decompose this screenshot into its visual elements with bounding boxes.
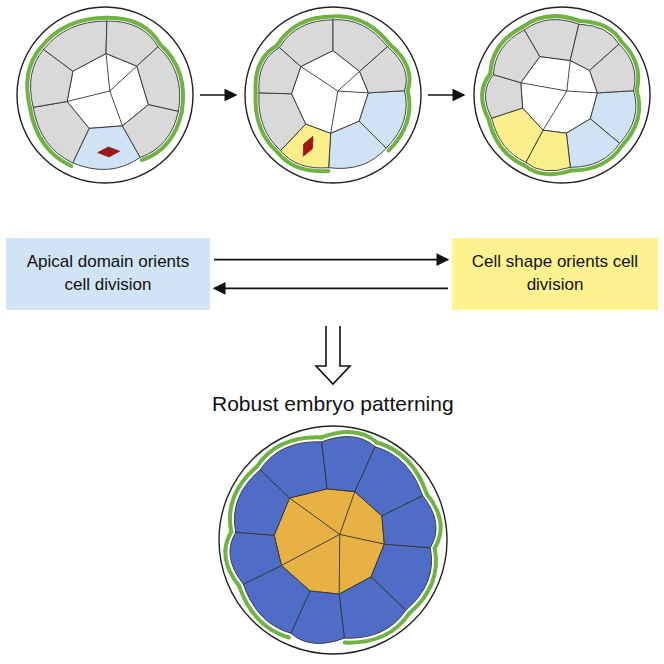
apical-domain	[142, 112, 182, 160]
apical-domain	[239, 586, 289, 637]
apical-domain	[255, 93, 278, 153]
process-box: Cell shape orients cell division	[452, 238, 658, 310]
cell-boundary	[567, 91, 598, 93]
cell-boundary	[567, 60, 570, 91]
apical-domain	[41, 18, 107, 48]
cell-boundary	[339, 534, 340, 594]
apical-domain	[427, 494, 441, 548]
cell-boundary	[106, 54, 110, 91]
feedback-arrow	[214, 288, 448, 290]
apical-domain	[490, 27, 522, 74]
apical-domain	[345, 614, 409, 643]
stage-arrow	[200, 94, 236, 96]
cell-boundary	[331, 91, 338, 133]
box-text: Apical domain orients cell division	[14, 251, 202, 297]
zona-outline	[17, 7, 193, 183]
stage-arrow	[428, 94, 464, 96]
apical-domain	[257, 437, 321, 466]
outer-cell	[279, 20, 333, 67]
cell-boundary	[340, 534, 385, 544]
outcome-label: Robust embryo patterning	[212, 392, 454, 416]
apical-domain	[580, 21, 622, 42]
feedback-arrow	[214, 259, 448, 261]
outer-cell	[44, 21, 107, 71]
outer-cell	[122, 105, 178, 158]
double-down-arrow	[316, 326, 350, 384]
apical-domain	[524, 165, 571, 174]
zona-outline	[474, 7, 650, 183]
apical-domain	[30, 108, 71, 166]
apical-domain	[482, 74, 490, 120]
apical-domain	[389, 91, 410, 151]
box-text: Cell shape orients cell division	[460, 251, 650, 297]
apical-domain	[27, 47, 41, 107]
apical-domain	[409, 548, 436, 613]
apical-domain	[333, 16, 390, 44]
apical-domain	[160, 45, 183, 113]
outer-cell	[329, 121, 387, 168]
cell-boundary	[340, 492, 355, 535]
outer-cell	[524, 20, 579, 61]
apical-domain	[230, 467, 257, 532]
outer-cell	[492, 108, 543, 162]
cell-boundary	[338, 91, 369, 93]
apical-domain	[390, 45, 410, 91]
spindle	[299, 134, 318, 158]
cell-boundary	[338, 71, 360, 91]
zona-outline	[245, 7, 421, 183]
apical-domain	[255, 45, 277, 92]
spindle	[97, 146, 120, 157]
cell-boundary	[289, 498, 339, 534]
cell-boundary	[110, 66, 137, 91]
cell-boundary	[67, 91, 110, 101]
apical-domain	[622, 91, 639, 146]
apical-domain	[571, 146, 623, 171]
apical-domain	[321, 432, 377, 443]
apical-domain	[225, 532, 239, 586]
apical-domain	[489, 119, 525, 165]
outer-cell	[33, 102, 89, 163]
zona-outline	[219, 426, 447, 654]
cell-boundary	[543, 91, 567, 130]
apical-domain	[277, 16, 333, 45]
apical-domain	[622, 42, 639, 91]
cell-boundary	[281, 534, 339, 565]
cell-boundary	[110, 91, 123, 126]
outer-cell	[230, 532, 281, 584]
cell-boundary	[521, 83, 567, 91]
cell-boundary	[301, 66, 338, 91]
process-box: Apical domain orients cell division	[6, 238, 210, 310]
outer-cell	[382, 496, 436, 548]
apical-domain	[377, 443, 427, 494]
apical-domain	[523, 16, 580, 27]
apical-domain	[107, 18, 160, 45]
